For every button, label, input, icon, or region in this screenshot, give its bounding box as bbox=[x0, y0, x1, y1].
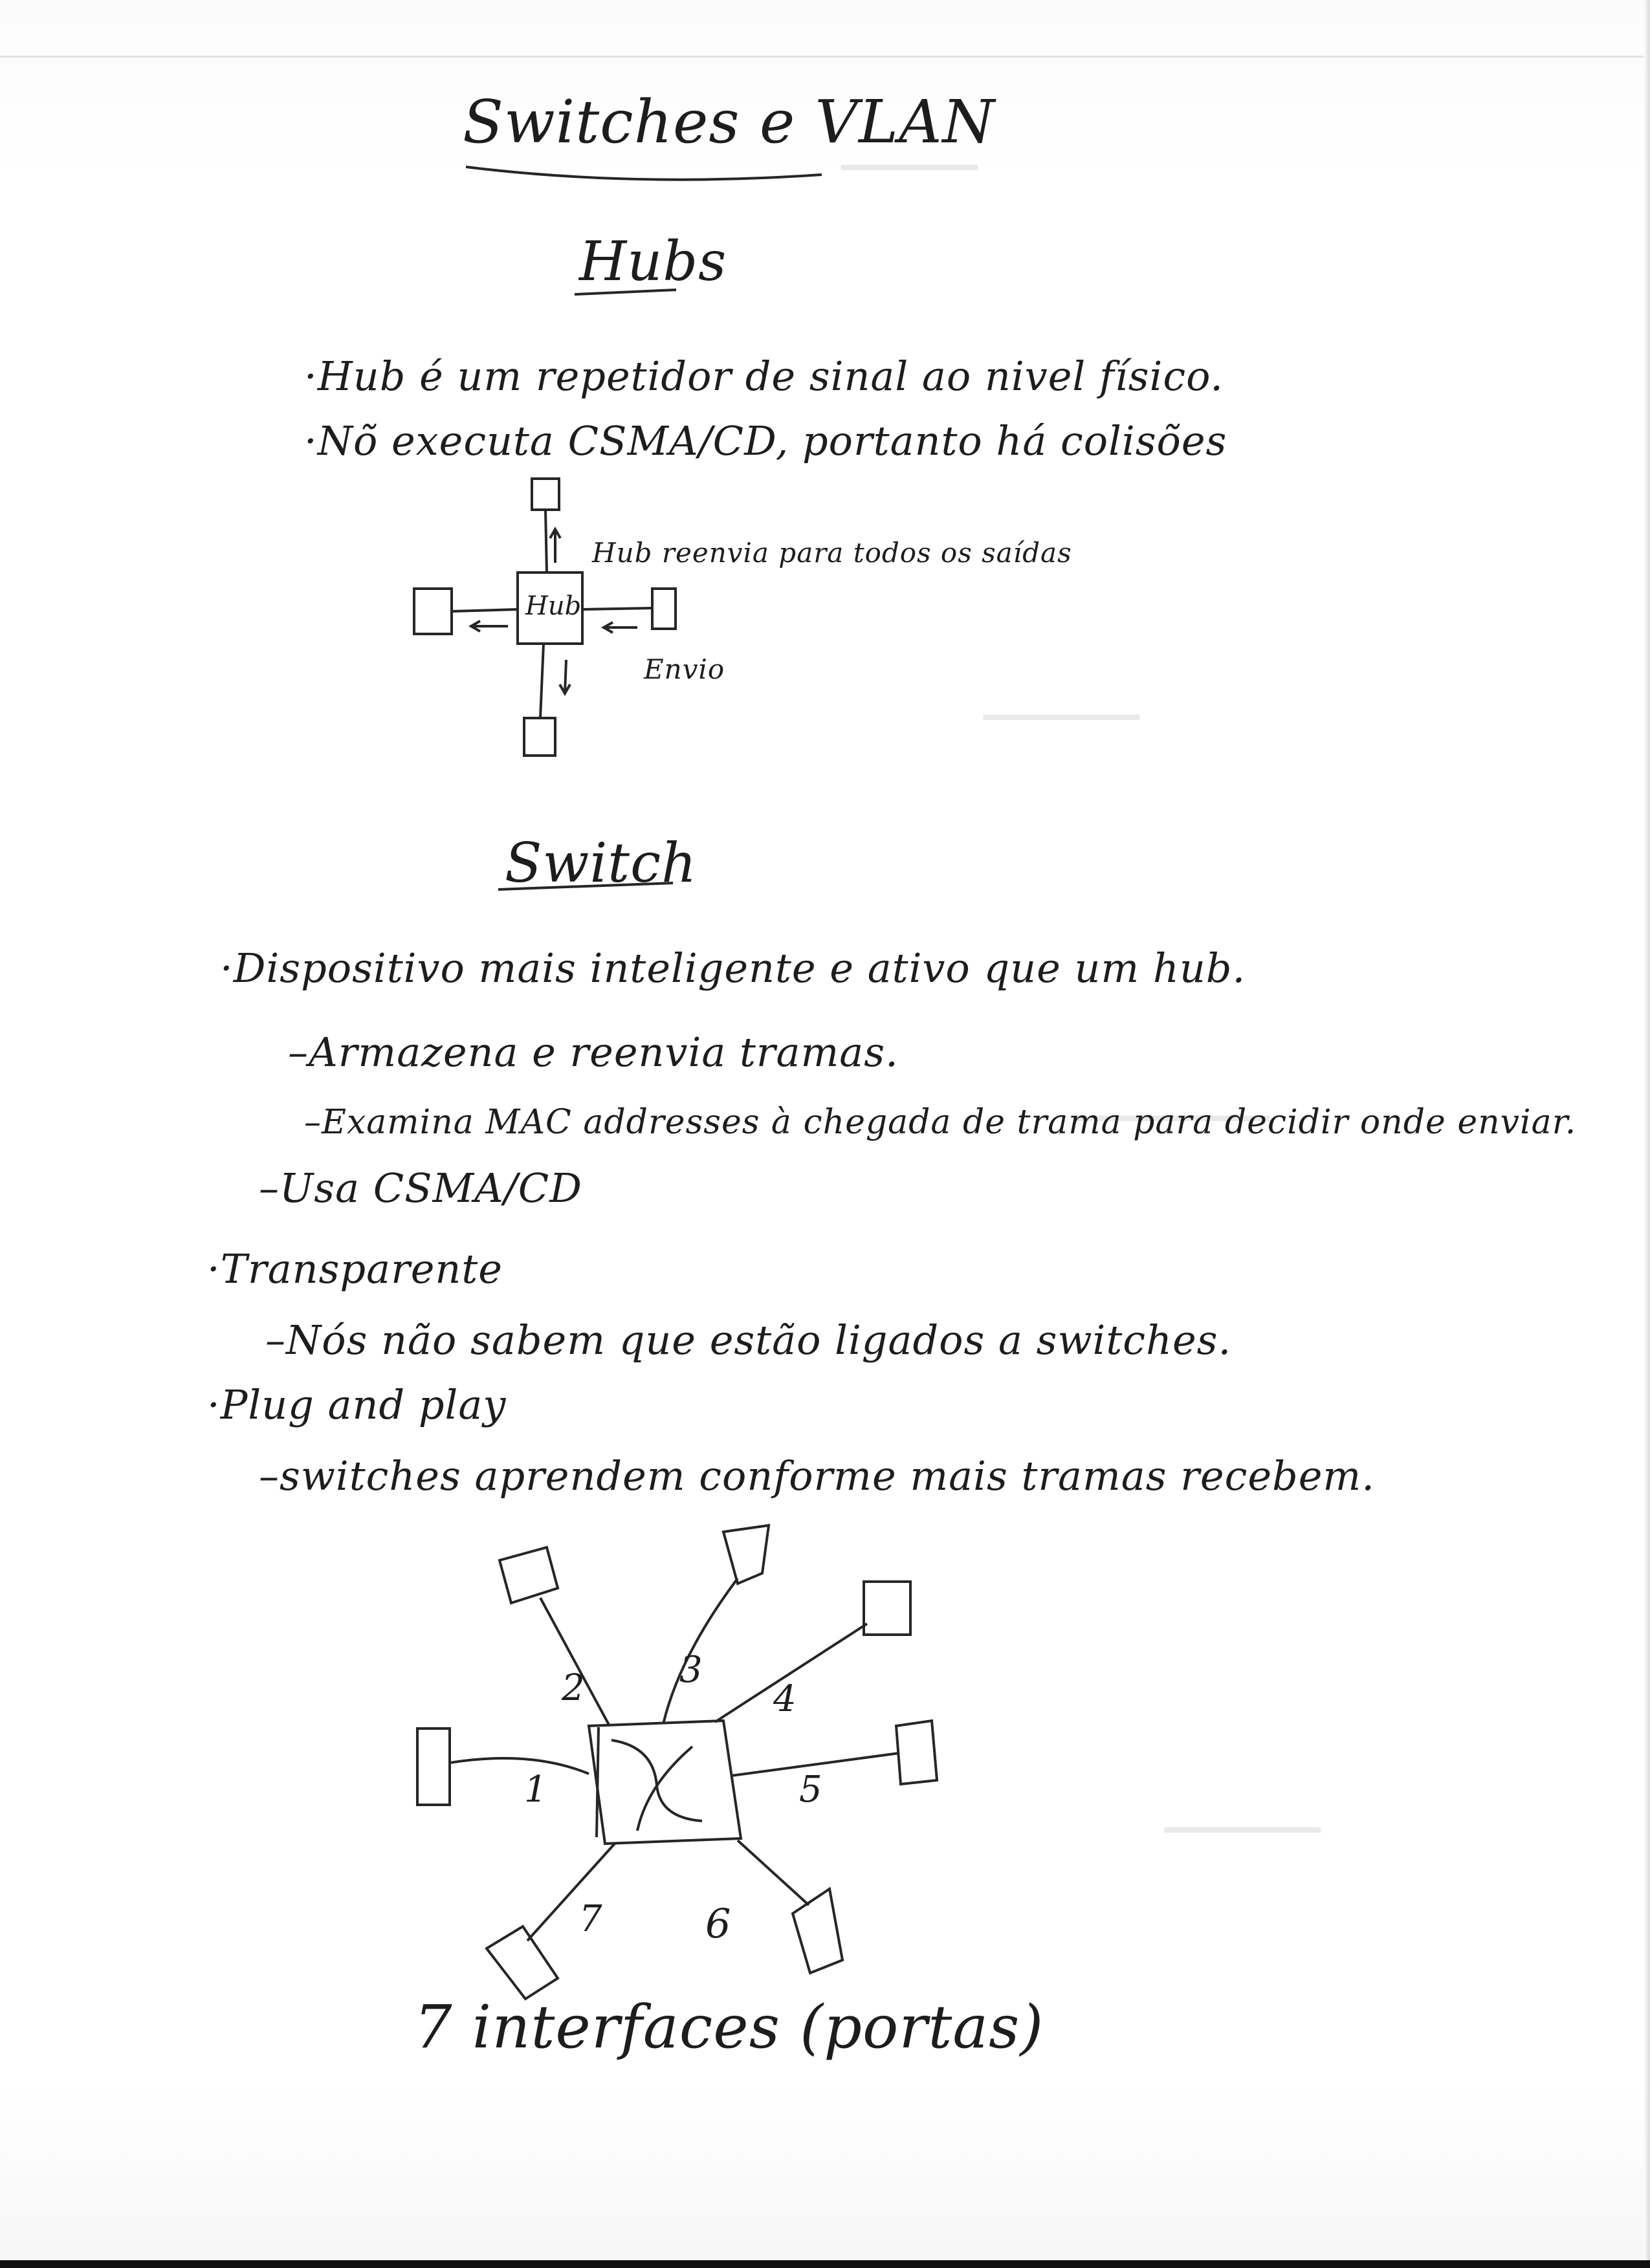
switch-note-csmacd: –Usa CSMA/CD bbox=[259, 1164, 582, 1212]
switch-fabric-curve bbox=[611, 1739, 703, 1822]
switch-link-6 bbox=[736, 1839, 810, 1906]
switch-note-plug-play: ·Plug and play bbox=[207, 1381, 507, 1428]
hub-link-left bbox=[451, 608, 518, 613]
hub-link-right bbox=[582, 607, 653, 611]
hubs-underline bbox=[574, 289, 677, 296]
switch-note-intelligent: ·Dispositivo mais inteligente e ativo qu… bbox=[220, 944, 1246, 992]
switch-node-4 bbox=[863, 1580, 912, 1636]
hub-arrow-in-head bbox=[600, 621, 613, 634]
switch-link-2 bbox=[539, 1597, 611, 1727]
hub-arrow-down bbox=[564, 659, 567, 693]
port-label-7: 7 bbox=[579, 1898, 602, 1940]
title-underline bbox=[465, 166, 822, 181]
switch-underline bbox=[498, 882, 674, 891]
hub-node-top bbox=[531, 477, 560, 511]
hub-node-bottom bbox=[523, 717, 556, 757]
hub-note-csmacd: ·Nõ executa CSMA/CD, portanto há colisõe… bbox=[304, 417, 1227, 464]
hub-arrow-left-head bbox=[468, 620, 481, 633]
switch-link-1 bbox=[449, 1757, 589, 1775]
bleed-through-text: ━━━━━━━━━━ bbox=[1074, 1100, 1270, 1137]
switch-node-1 bbox=[416, 1727, 451, 1806]
switch-box-inner-edge bbox=[595, 1727, 600, 1838]
switch-node-2 bbox=[498, 1545, 560, 1605]
switch-node-6 bbox=[791, 1886, 844, 1975]
bleed-through-text: ━━━━━━━ bbox=[841, 149, 978, 186]
switch-link-3 bbox=[662, 1577, 739, 1725]
hub-node-left bbox=[413, 587, 453, 635]
switch-node-7 bbox=[485, 1925, 560, 2001]
bleed-through-text: ━━━━━━━━ bbox=[1165, 1811, 1321, 1849]
hub-box-label: Hub bbox=[525, 591, 581, 621]
hubs-heading: Hubs bbox=[579, 230, 727, 293]
port-label-3: 3 bbox=[679, 1649, 703, 1691]
switch-fabric-curve bbox=[636, 1745, 694, 1831]
scan-edge-right bbox=[1644, 0, 1650, 2268]
port-label-5: 5 bbox=[799, 1769, 822, 1811]
hub-node-right bbox=[651, 587, 677, 630]
switch-note-learning: –switches aprendem conforme mais tramas … bbox=[259, 1452, 1375, 1499]
hub-note-repeater: ·Hub é um repetidor de sinal ao nivel fí… bbox=[304, 353, 1224, 400]
hub-arrow-up-head bbox=[549, 526, 562, 539]
hub-arrow-down-head bbox=[558, 684, 571, 697]
switch-note-mac: –Examina MAC addresses à chegada de tram… bbox=[304, 1103, 1577, 1142]
scan-edge-bottom bbox=[0, 2260, 1650, 2268]
port-label-1: 1 bbox=[524, 1769, 547, 1811]
port-label-6: 6 bbox=[705, 1900, 731, 1947]
switch-link-4 bbox=[714, 1622, 868, 1723]
switch-box bbox=[587, 1719, 743, 1846]
switch-diagram-caption: 7 interfaces (portas) bbox=[414, 1992, 1044, 2062]
switch-note-transparent: ·Transparente bbox=[207, 1245, 503, 1292]
switch-diagram: 1 2 3 4 5 6 7 bbox=[416, 1523, 939, 2001]
switch-node-3 bbox=[721, 1523, 771, 1586]
switch-note-store-forward: –Armazena e reenvia tramas. bbox=[288, 1029, 899, 1076]
hub-send-annotation: Envio bbox=[644, 653, 725, 685]
hub-link-bottom bbox=[539, 643, 545, 719]
port-label-2: 2 bbox=[561, 1667, 585, 1709]
port-label-4: 4 bbox=[773, 1678, 797, 1720]
hub-broadcast-annotation: Hub reenvia para todos os saídas bbox=[592, 537, 1072, 569]
switch-link-5 bbox=[731, 1752, 900, 1777]
bleed-through-text: ━━━━━━━━ bbox=[984, 699, 1139, 736]
switch-note-nodes-unaware: –Nós não sabem que estão ligados a switc… bbox=[265, 1316, 1232, 1364]
switch-link-7 bbox=[526, 1842, 616, 1942]
scan-edge-top bbox=[0, 56, 1650, 58]
hub-diagram: Hub bbox=[413, 477, 677, 757]
hub-link-top bbox=[544, 509, 548, 573]
page-title: Switches e VLAN bbox=[463, 87, 996, 157]
switch-node-5 bbox=[894, 1719, 939, 1786]
